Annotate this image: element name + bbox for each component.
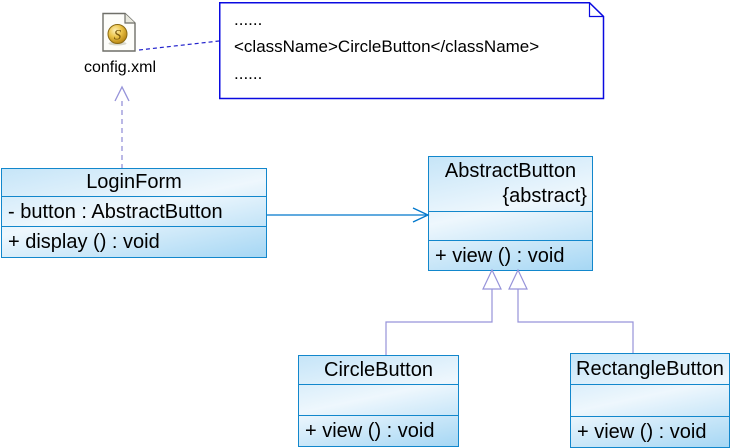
operation: + view () : void [305,420,435,442]
operations-compartment: + view () : void [429,240,592,270]
operations-compartment: + view () : void [571,416,729,447]
class-name: LoginForm [86,171,182,193]
xml-file-icon-graphic: S [102,12,136,52]
attributes-compartment [299,384,458,415]
class-rectanglebutton[interactable]: RectangleButton + view () : void [570,353,730,448]
attributes-compartment: - button : AbstractButton [2,196,266,226]
dependency-arrowhead-icon [114,85,130,102]
note-line: ...... [234,64,263,83]
class-name-compartment: LoginForm [2,169,266,196]
generalization-triangle-icon [508,268,528,290]
note-shape [219,2,605,100]
class-circlebutton[interactable]: CircleButton + view () : void [298,355,459,447]
operations-compartment: + view () : void [299,415,458,446]
class-abstractbutton[interactable]: AbstractButton {abstract} + view () : vo… [428,156,593,271]
attributes-compartment [429,211,592,240]
class-name: CircleButton [324,359,433,381]
operation: + view () : void [577,421,707,443]
generalization-circlebutton-abstractbutton[interactable] [385,289,493,355]
class-name: RectangleButton [576,358,724,380]
svg-text:S: S [114,28,122,44]
operations-compartment: + display () : void [2,226,266,257]
class-stereotype: {abstract} [502,185,587,207]
generalization-triangle-icon [482,268,502,290]
class-name: AbstractButton [444,160,577,182]
note-text: ...... <className>CircleButton</classNam… [234,6,583,87]
anchor-line-configxml-note[interactable] [138,40,220,51]
operation: + display () : void [8,231,160,253]
class-loginform[interactable]: LoginForm - button : AbstractButton + di… [1,168,267,258]
class-name-compartment: CircleButton [299,356,458,384]
attributes-compartment [571,384,729,416]
artifact-label: config.xml [83,59,157,76]
attribute: - button : AbstractButton [8,201,223,223]
association-arrowhead-icon [412,207,430,223]
note-fold-icon [588,2,604,18]
note-outline [219,2,605,100]
class-name-compartment: RectangleButton [571,354,729,384]
generalization-rectanglebutton-abstractbutton[interactable] [517,289,634,353]
note-line: ...... [234,10,263,29]
note[interactable]: ...... <className>CircleButton</classNam… [219,2,605,100]
note-line: <className>CircleButton</className> [234,37,540,56]
class-name-compartment: AbstractButton {abstract} [429,157,592,211]
xml-file-icon[interactable]: S [100,12,138,58]
operation: + view () : void [435,245,565,267]
